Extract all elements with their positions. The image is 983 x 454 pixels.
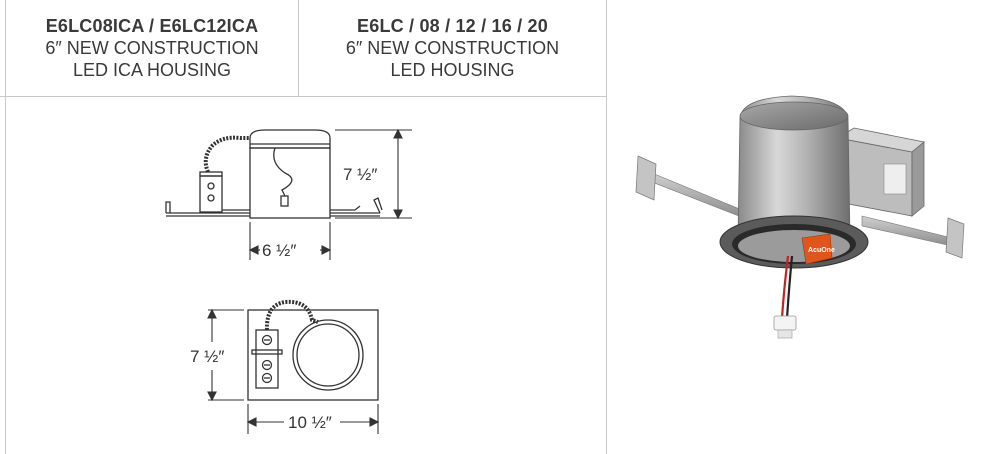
inner-label-text: AcuOne [808, 247, 835, 254]
divider-vertical-1 [298, 0, 299, 96]
header-cell-ica: E6LC08ICA / E6LC12ICA 6″ NEW CONSTRUCTIO… [6, 0, 298, 96]
model-number: E6LC08ICA / E6LC12ICA [45, 16, 259, 36]
description-line: 6″ NEW CONSTRUCTION [45, 38, 259, 58]
top-width-label: 10 ½″ [288, 413, 332, 432]
top-height-label: 7 ½″ [190, 347, 224, 366]
divider-left-edge [5, 0, 6, 454]
side-height-label: 7 ½″ [343, 165, 377, 184]
side-width-label: 6 ½″ [262, 241, 296, 260]
description-line: 6″ NEW CONSTRUCTION [345, 38, 560, 58]
product-photo: AcuOne [635, 95, 965, 339]
description-line: LED ICA HOUSING [72, 60, 232, 80]
divider-horizontal [0, 96, 606, 97]
description-line: LED HOUSING [390, 60, 515, 80]
top-view-drawing: 7 ½″ 10 ½″ [190, 299, 380, 434]
header-cell-standard: E6LC / 08 / 12 / 16 / 20 6″ NEW CONSTRUC… [299, 0, 606, 96]
model-number: E6LC / 08 / 12 / 16 / 20 [357, 16, 548, 36]
divider-vertical-2 [606, 0, 607, 454]
side-view-drawing: 7 ½″ 6 ½″ [165, 128, 412, 260]
